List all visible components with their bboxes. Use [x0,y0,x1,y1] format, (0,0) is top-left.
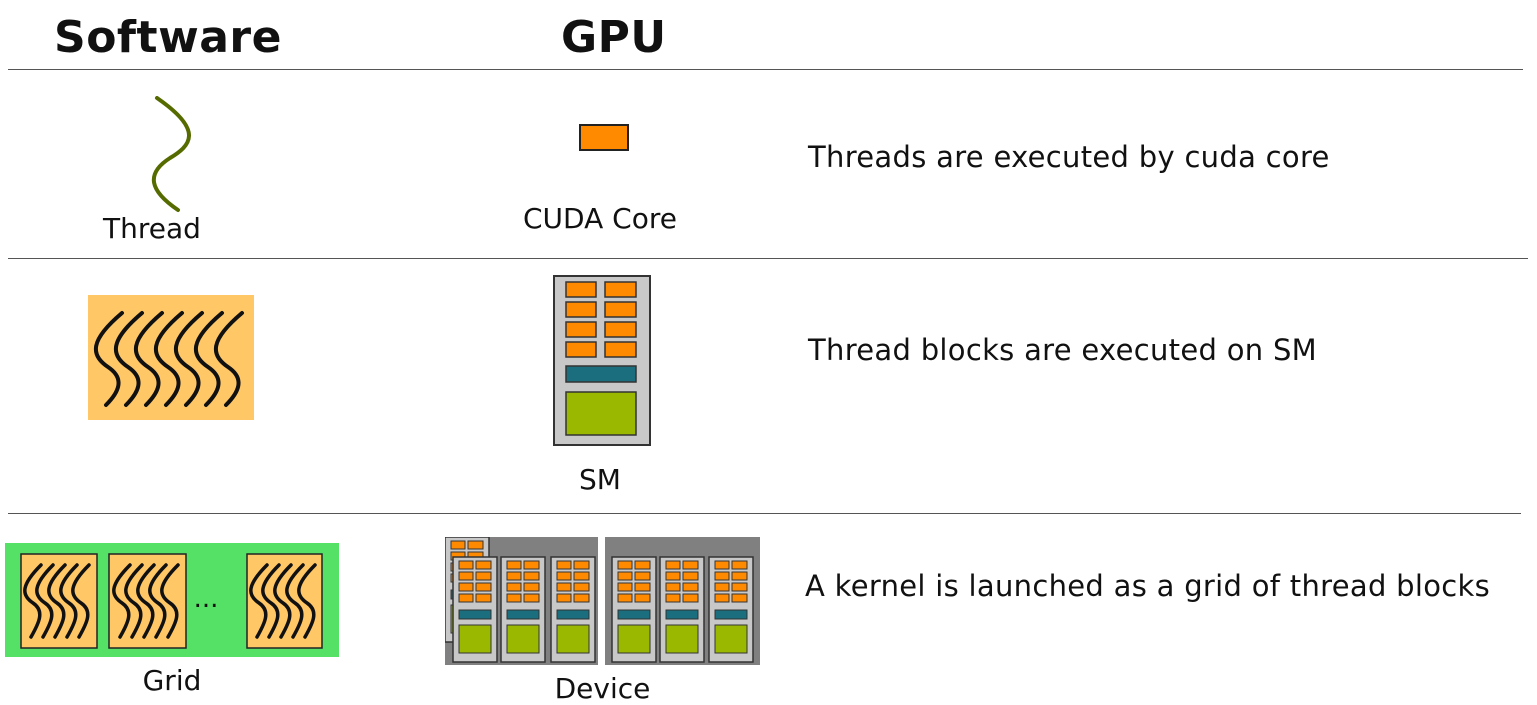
grid-label: Grid [142,664,202,697]
cuda-core-label: CUDA Core [523,202,677,235]
thread-block-icon [88,295,254,420]
sm-icon [553,275,651,446]
gpu-column-header: GPU [561,12,667,63]
row-1-description: Threads are executed by cuda core [808,140,1330,174]
cuda-core-icon [579,124,629,151]
device-label: Device [554,672,651,705]
thread-label: Thread [103,212,201,245]
row-3-description: A kernel is launched as a grid of thread… [805,569,1491,603]
device-icon [445,537,760,665]
grid-icon [5,543,339,657]
row-1-divider [8,258,1528,259]
header-divider [8,69,1523,70]
grid-ellipsis: ... [193,584,219,614]
software-column-header: Software [54,12,282,63]
thread-icon [151,96,191,212]
row-2-description: Thread blocks are executed on SM [808,333,1317,367]
row-2-divider [8,513,1521,514]
sm-label: SM [579,463,621,496]
